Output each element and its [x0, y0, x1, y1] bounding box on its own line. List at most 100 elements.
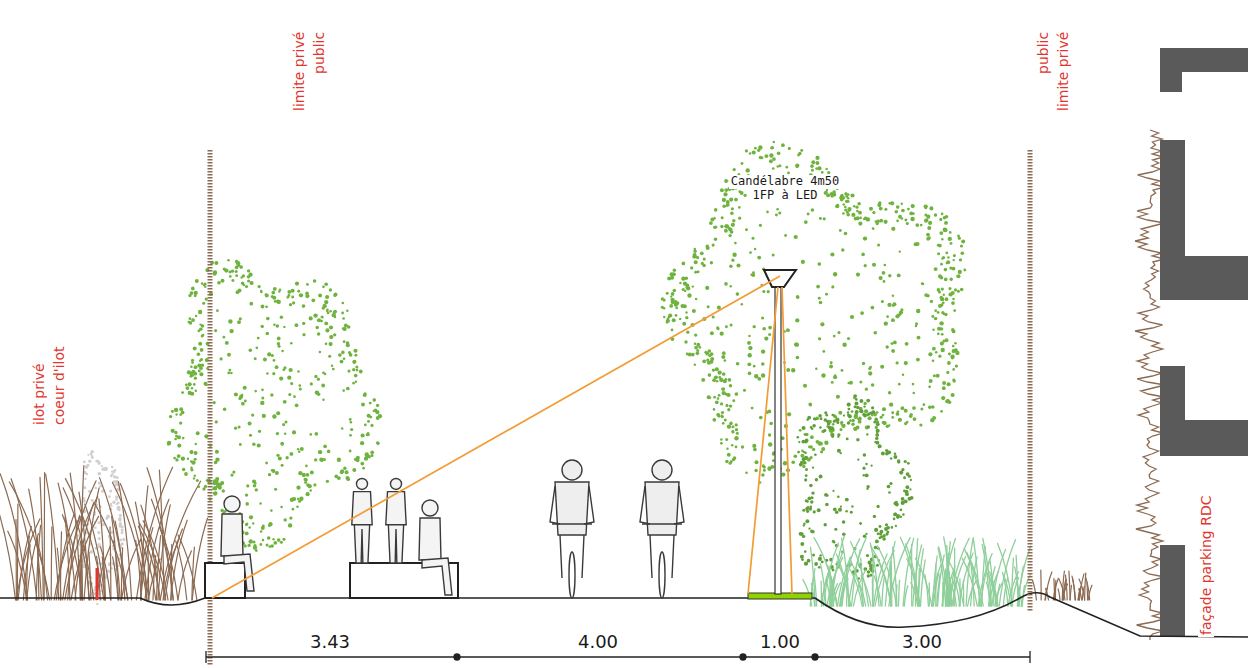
leaf-dot [196, 479, 199, 482]
leaf-dot [270, 393, 273, 396]
leaf-dot [871, 306, 875, 310]
leaf-dot [889, 402, 893, 406]
leaf-dot [826, 189, 828, 191]
leaf-dot [219, 483, 221, 485]
leaf-dot [854, 427, 857, 430]
leaf-dot [814, 453, 817, 456]
leaf-dot [764, 154, 768, 158]
leaf-dot [213, 492, 217, 496]
leaf-dot [807, 212, 810, 215]
leaf-dot [278, 456, 282, 460]
leaf-dot [265, 544, 268, 547]
grass-blade [15, 520, 17, 600]
leaf-dot [770, 146, 774, 150]
leaf-dot [820, 322, 824, 326]
leaf-dot [696, 351, 700, 355]
leaf-dot [855, 206, 858, 209]
leaf-dot [341, 351, 345, 355]
leaf-dot [724, 359, 727, 362]
leaf-dot [709, 396, 711, 398]
grass-blade [918, 549, 924, 606]
leaf-dot [722, 373, 725, 376]
leaf-dot [885, 523, 888, 526]
grass-blade [851, 542, 869, 606]
leaf-dot [943, 216, 946, 219]
leaf-dot [215, 458, 219, 462]
leaf-dot [245, 531, 249, 535]
leaf-dot [707, 395, 711, 399]
leaf-dot [951, 291, 955, 295]
leaf-dot [747, 362, 751, 366]
slab [1160, 420, 1248, 456]
leaf-dot [796, 165, 799, 168]
leaf-dot [866, 399, 870, 403]
leaf-dot [317, 378, 320, 381]
leaf-dot [752, 237, 755, 240]
leaf-dot [951, 393, 955, 397]
leaf-dot [907, 208, 910, 211]
leaf-dot [713, 396, 716, 399]
leaf-dot [187, 382, 191, 386]
leaf-dot [760, 156, 763, 159]
leaf-dot [941, 396, 945, 400]
leaf-dot [252, 442, 255, 445]
leaf-dot [820, 417, 823, 420]
grass-blade [953, 579, 957, 606]
head [356, 478, 367, 489]
leaf-dot [797, 451, 800, 454]
leaf-dot [119, 539, 122, 542]
leaf-dot [215, 420, 218, 423]
leaf-dot [324, 322, 328, 326]
leaf-dot [879, 219, 883, 223]
leaf-dot [731, 259, 734, 262]
leaf-dot [762, 290, 765, 293]
leaf-dot [856, 216, 860, 220]
wall [1160, 48, 1182, 92]
leaf-dot [292, 430, 296, 434]
leaf-dot [930, 300, 933, 303]
leaf-dot [799, 429, 802, 432]
leaf-dot [874, 546, 877, 549]
leaf-dot [850, 511, 853, 514]
leaf-dot [906, 222, 909, 225]
leaf-dot [881, 300, 884, 303]
leaf-dot [214, 329, 217, 332]
leaf-dot [713, 408, 716, 411]
leaf-dot [224, 268, 228, 272]
leaf-dot [349, 418, 352, 421]
leaf-dot [228, 319, 232, 323]
leaf-dot [91, 499, 94, 502]
leaf-dot [916, 242, 920, 246]
leaf-dot [753, 325, 756, 328]
leaf-dot [915, 223, 919, 227]
leaf-dot [292, 497, 296, 501]
ground-line [0, 593, 1248, 637]
leaf-dot [859, 380, 862, 383]
leaf-dot [806, 500, 809, 503]
leaf-dot [326, 480, 329, 483]
leaf-dot [898, 418, 902, 422]
leaf-dot [250, 281, 254, 285]
leaf-dot [287, 376, 291, 380]
leaf-dot [724, 179, 728, 183]
leaf-dot [815, 156, 819, 160]
leaf-dot [278, 290, 280, 292]
leaf-dot [875, 539, 879, 543]
leaf-dot [246, 522, 249, 525]
leaf-dot [951, 301, 955, 305]
grass-blade [829, 550, 844, 606]
leaf-dot [97, 472, 101, 476]
leaf-dot [238, 397, 241, 400]
leaf-dot [712, 418, 716, 422]
grass-blade [46, 474, 59, 600]
leaf-dot [753, 365, 756, 368]
grass-blade [136, 467, 172, 600]
grass-blade [932, 565, 941, 606]
leaf-dot [728, 227, 732, 231]
leaf-dot [877, 532, 880, 535]
leaf-dot [908, 475, 911, 478]
leaf-dot [714, 237, 717, 240]
leaf-dot [706, 245, 710, 249]
leaf-dot [283, 366, 286, 369]
grass-blade [51, 527, 53, 600]
